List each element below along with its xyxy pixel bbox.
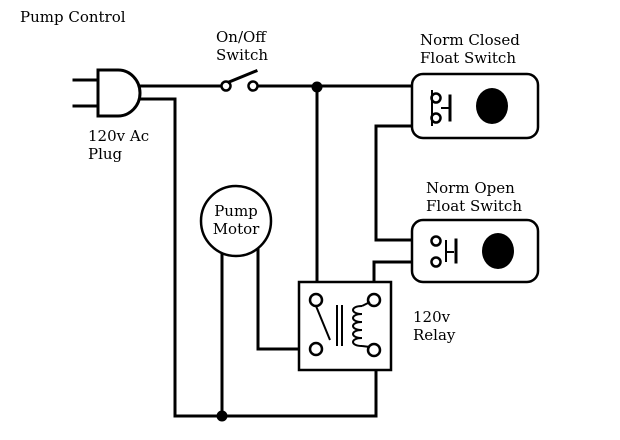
junction-dot-top xyxy=(311,81,323,93)
motor-label-line1: Pump xyxy=(214,202,258,220)
plug-label-line1: 120v Ac xyxy=(88,127,149,145)
no-float-label-line2: Float Switch xyxy=(426,197,522,215)
wire-neutral xyxy=(138,97,378,418)
motor-label-line2: Motor xyxy=(213,220,260,238)
on-off-switch-icon xyxy=(220,69,259,92)
nc-float-switch-icon xyxy=(410,72,540,140)
nc-float-label-line1: Norm Closed xyxy=(420,31,520,49)
switch-label-line1: On/Off xyxy=(216,28,267,46)
nc-float-label-line2: Float Switch xyxy=(420,49,516,67)
plug-label-line2: Plug xyxy=(88,145,123,163)
plug-icon xyxy=(72,68,142,118)
switch-label-line2: Switch xyxy=(216,46,268,64)
diagram-title: Pump Control xyxy=(20,8,126,26)
wire-nc-to-no-float xyxy=(374,124,438,242)
junction-dot-bottom xyxy=(216,410,228,422)
no-float-label-line1: Norm Open xyxy=(426,179,515,197)
pump-motor-icon xyxy=(199,184,273,258)
relay-label-line1: 120v xyxy=(413,308,451,326)
relay-icon xyxy=(297,280,393,372)
relay-label-line2: Relay xyxy=(413,326,456,344)
no-float-switch-icon xyxy=(410,218,540,284)
wire-motor-to-relay xyxy=(256,244,317,351)
